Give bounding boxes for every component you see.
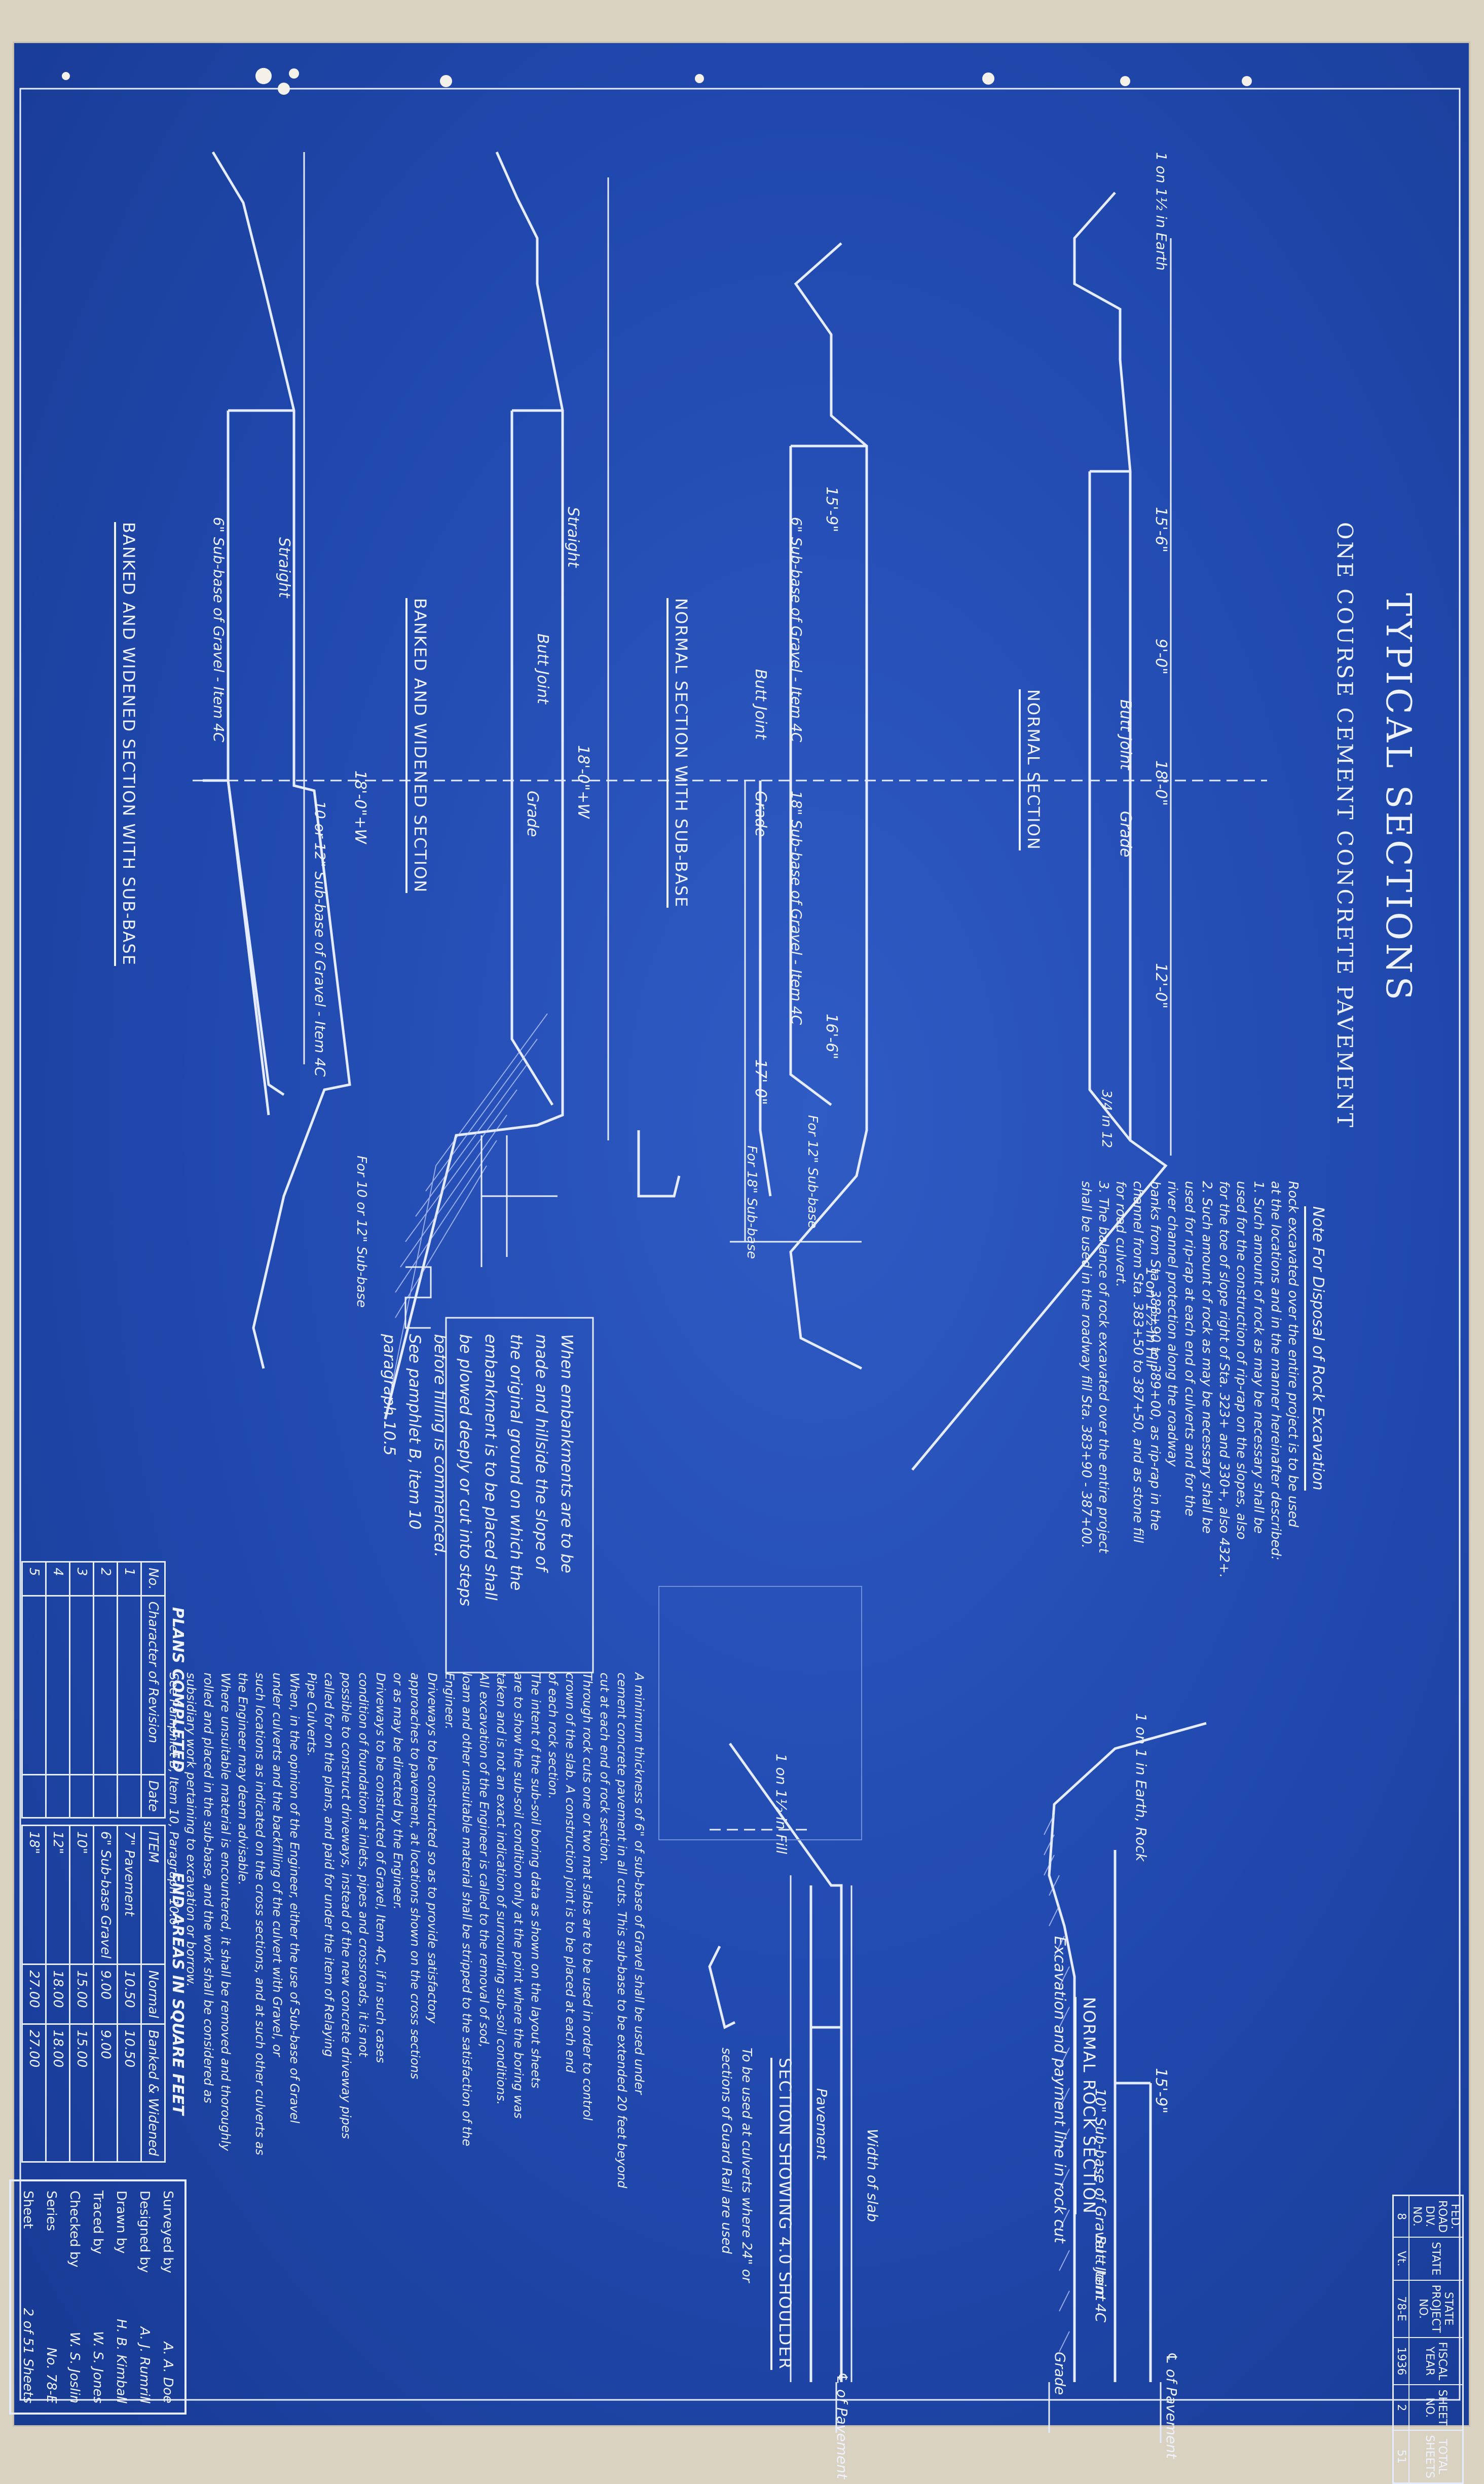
drawing-subtitle: ONE COURSE CEMENT CONCRETE PAVEMENT [1332,522,1357,1129]
normal-section-geometry [911,192,1172,1471]
label-straight-1: Straight [564,507,582,568]
label-sub-base-6-b: 6" Sub-base of Gravel - Item 4C [210,517,227,743]
title-banked-widened: BANKED AND WIDENED SECTION [405,598,430,894]
dim-18w-2: 18'-0"+W [351,770,369,844]
dim-12-0-normal: 12'-0" [1152,963,1170,1009]
label-grade-2: Grade [752,791,769,837]
blueprint-sheet [14,43,1469,2425]
label-cl-pavement-2: ℄ of Pavement [834,2372,850,2479]
dim-15-9-sub: 15'-9" [823,487,840,533]
drawing-title: TYPICAL SECTIONS [1378,593,1418,1004]
label-in-fill-2: 1 on 1½ in Fill [773,1754,790,1855]
general-notes: A minimum thickness of 6" of sub-base of… [167,1673,646,2189]
label-for-18: For 18" Sub-base [744,1145,759,1259]
title-normal-sub-base: NORMAL SECTION WITH SUB-BASE [666,598,691,908]
label-pavement: Pavement [813,2088,830,2160]
rock-caption: Excavation and payment line in rock cut [1051,1936,1068,2243]
shoulder-section-geometry [708,1742,852,2433]
title-banked-widened-sub-base: BANKED AND WIDENED SECTION WITH SUB-BASE [114,522,138,966]
label-for-10-12: For 10 or 12" Sub-base [354,1156,369,1308]
dim-18w-1: 18'-0"+W [574,745,592,819]
label-for-12: For 12" Sub-base [805,1115,820,1229]
punch-holes [62,68,1252,95]
sheet-number-block: FED. ROAD DIV. NO.STATE STATE PROJECT NO… [1392,2195,1464,2484]
dim-15-6-normal: 15'-6" [1152,507,1170,553]
title-shoulder-section: SECTION SHOWING 4.0 SHOULDER [770,2058,795,2370]
label-sub-base-18: 18" Sub-base of Gravel - Item 4C [788,791,805,1025]
label-sub-base-6: 6" Sub-base of Gravel - Item 4C [788,517,805,743]
normal-sub-base-geometry [730,242,868,1370]
faint-grid-area [658,1586,862,1840]
dim-17-0: 17'-0" [752,1059,769,1105]
label-straight-2: Straight [275,537,293,598]
label-width-of-slab: Width of slab [864,2129,881,2222]
plans-completed-title: PLANS COMPLETED [169,1607,187,1773]
dim-16-6: 16'-6" [823,1014,840,1060]
end-areas-title: END AREAS IN SQUARE FEET [169,1872,187,2115]
label-sub-base-10-12: 10 or 12" Sub-base of Gravel - Item 4C [312,801,328,1077]
label-grade-rock: Grade [1052,2352,1068,2395]
label-in-earth: 1 on 1½ in Earth [1153,152,1170,271]
title-normal-section: NORMAL SECTION [1019,689,1043,850]
plans-completed-block: PLANS COMPLETED No.Character of Revision… [21,1561,187,1819]
rock-note-heading: Note For Disposal of Rock Excavation [1304,1206,1327,1491]
label-rock: 1 on 1 in Earth, Rock [1133,1713,1149,1862]
label-butt-joint-2: Butt Joint [752,669,769,739]
dim-18-0-normal: 18'-0" [1152,760,1170,806]
label-grade-1: Grade [1117,811,1134,858]
embankment-note-box [445,1317,594,1674]
normal-rock-geometry [1044,1722,1207,2443]
label-cl-pavement-1: ℄ of Pavement [1163,2352,1180,2459]
label-grade-3: Grade [524,791,541,837]
banked-widened-geometry [203,151,351,1369]
label-butt-joint-rock: Butt Joint [1092,2235,1109,2301]
rock-note-body: Rock excavated over the entire project i… [1079,1181,1301,1578]
shoulder-caption-2: sections of Guard Rail are used [719,2048,734,2254]
shoulder-caption-1: To be used at culverts where 24" or [739,2048,754,2283]
dim-15-9-rock: 15'-9" [1152,2068,1170,2114]
label-butt-joint-1: Butt Joint [1117,699,1134,770]
dim-slope-normal: 3/4 in 12 [1099,1090,1114,1148]
label-butt-joint-3: Butt Joint [534,634,551,704]
dim-9-0-normal: 9'-0" [1152,639,1170,675]
normal-with-sub-base-geometry [384,151,681,1420]
sheet-border [19,88,1461,2401]
